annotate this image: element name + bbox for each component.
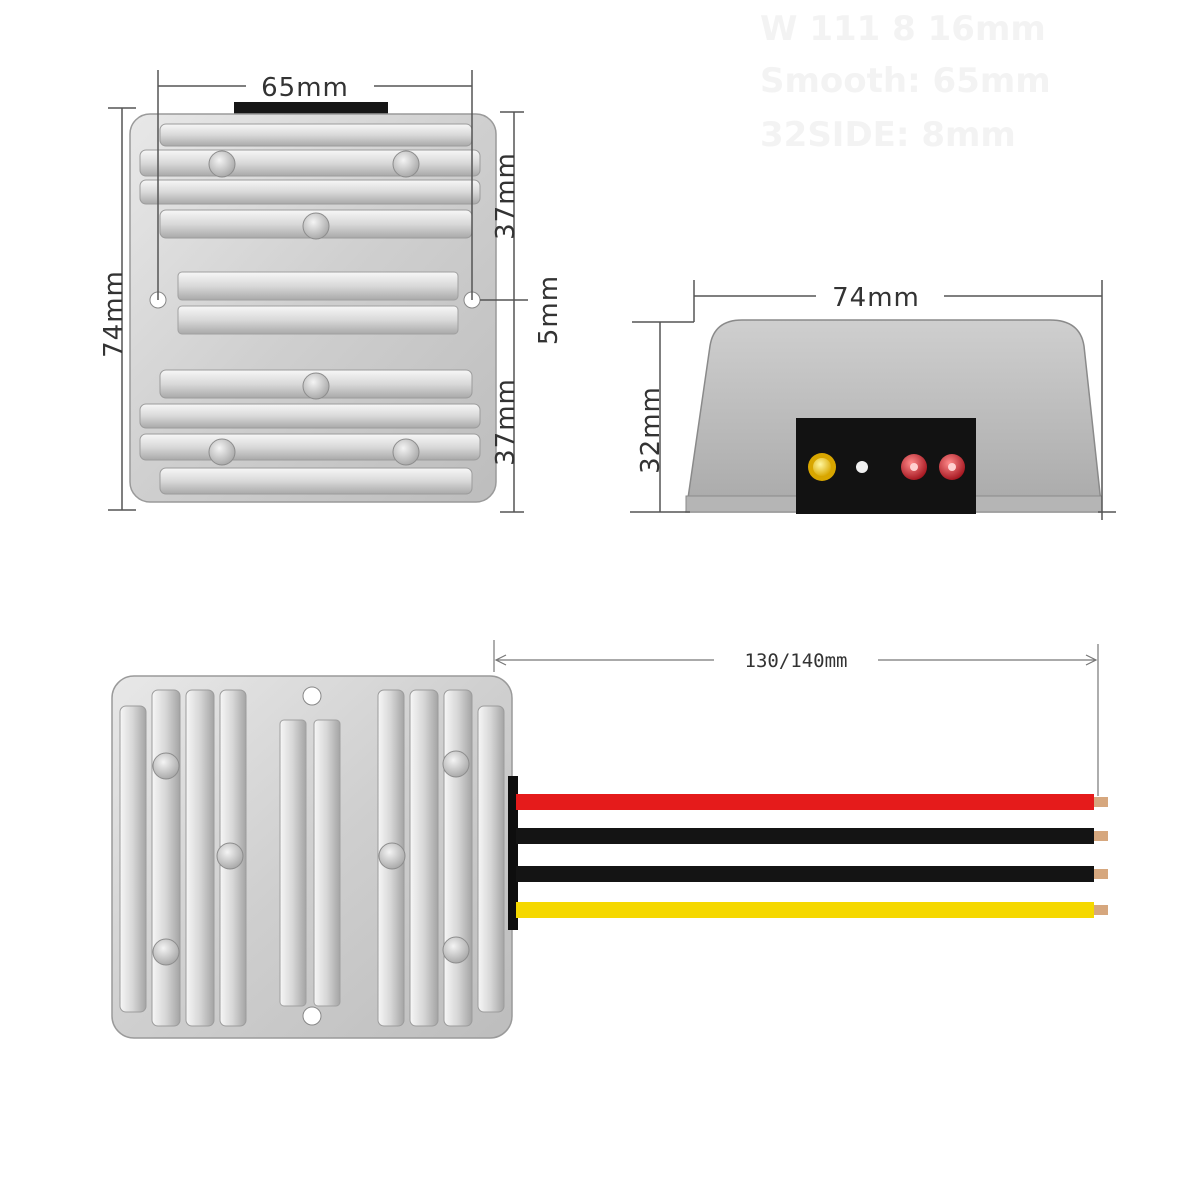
side-view: 74mm 32mm <box>630 280 1116 520</box>
top-view: 65mm 74mm 37mm 5mm 37mm <box>99 70 564 513</box>
width-label-65mm: 65mm <box>261 73 349 103</box>
hole-label-5mm: 5mm <box>534 275 564 345</box>
faint-line-1: W 111 8 16mm <box>760 9 1046 49</box>
height-label-74mm: 74mm <box>99 270 129 358</box>
cable-gland <box>508 776 518 930</box>
black-wire-2 <box>516 866 1094 882</box>
top-view-fins <box>139 123 481 495</box>
top-view-dimension-lines <box>108 70 528 513</box>
faint-line-3: 32SIDE: 8mm <box>760 115 1016 155</box>
yellow-terminal-cap <box>813 458 831 476</box>
red-terminal-1-pin <box>910 463 918 471</box>
side-width-label-74mm: 74mm <box>832 283 920 313</box>
wire-view-screws <box>152 750 470 966</box>
side-view-dimension-lines <box>630 280 1116 520</box>
wire-view: 130/140mm <box>111 640 1108 1039</box>
wire-length-label: 130/140mm <box>745 650 848 672</box>
red-terminal-2-pin <box>948 463 956 471</box>
faint-spec-text: W 111 8 16mm Smooth: 65mm 32SIDE: 8mm <box>760 9 1051 155</box>
upper-section-label: 37mm <box>491 152 521 240</box>
wire-dimension-lines <box>493 640 1099 796</box>
top-view-screws <box>208 150 420 466</box>
black-wire-1 <box>516 828 1094 844</box>
lower-section-label: 37mm <box>491 378 521 466</box>
side-view-body <box>685 319 1103 513</box>
wire-view-hole-top <box>302 686 322 706</box>
wire-view-hole-bottom <box>302 1006 322 1026</box>
wire-tips <box>1094 797 1108 915</box>
white-terminal <box>856 461 868 473</box>
side-height-label-32mm: 32mm <box>636 386 666 474</box>
red-wire <box>516 794 1094 810</box>
faint-line-2: Smooth: 65mm <box>760 61 1051 101</box>
yellow-wire <box>516 902 1094 918</box>
